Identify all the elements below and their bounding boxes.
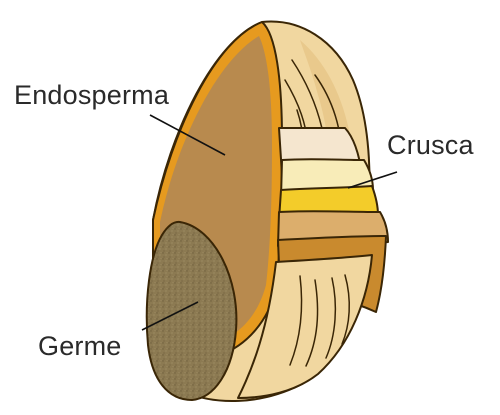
crusca-label: Crusca	[387, 130, 475, 160]
endosperma-label: Endosperma	[14, 80, 170, 110]
germe-label: Germe	[38, 331, 122, 361]
